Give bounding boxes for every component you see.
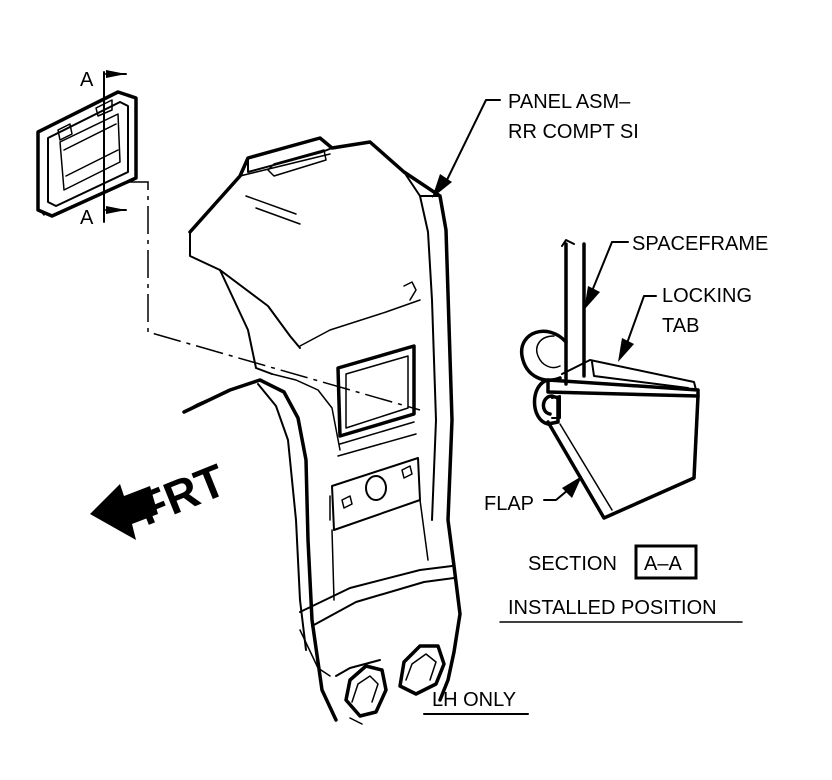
section-cut-line (103, 70, 127, 223)
section-id-box (634, 544, 698, 580)
section-mark-top: A (80, 69, 94, 91)
front-arrow (90, 484, 158, 540)
panel-leader-line (443, 99, 501, 187)
section-mark-bottom: A (80, 207, 94, 229)
installed-position-label: INSTALLED POSITION (508, 597, 717, 619)
section-caption-prefix: SECTION (528, 553, 617, 575)
panel-label-line1: PANEL ASM– (508, 91, 631, 113)
locking-tab-label-line1: LOCKING (662, 285, 752, 307)
frt-label: FRT (130, 454, 232, 536)
locking-tab-leader-arrowhead (618, 338, 634, 362)
flap-leader-arrowhead (562, 476, 582, 498)
section-detail (520, 239, 700, 520)
panel-leader-arrowhead (432, 174, 452, 198)
rear-compartment-panel (182, 136, 462, 725)
cover-part (36, 90, 138, 218)
flap-label: FLAP (484, 493, 534, 515)
alignment-line (128, 181, 421, 411)
section-id-label: A–A (644, 553, 682, 575)
locking-tab-label-line2: TAB (662, 315, 699, 337)
flap-leader-line (543, 489, 569, 501)
locking-tab-leader-line (625, 295, 657, 347)
panel-label-line2: RR COMPT SI (508, 121, 639, 143)
spaceframe-leader-arrowhead (584, 286, 600, 310)
spaceframe-leader-line (589, 241, 629, 297)
spaceframe-label: SPACEFRAME (632, 233, 768, 255)
lh-only-label: LH ONLY (432, 689, 516, 711)
